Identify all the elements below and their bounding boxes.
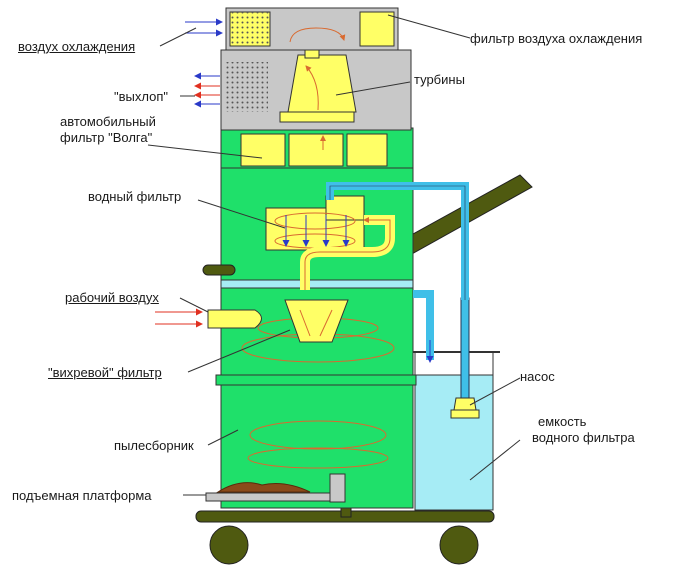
car-filter-section [220,127,414,169]
cooling-air-arrows [185,18,223,37]
exhaust-arrows [194,72,220,108]
water-filter-section [220,159,414,290]
cooling-filter [225,7,399,51]
label-car-filter-2: фильтр "Волга" [60,130,153,145]
side-pipe [202,264,236,276]
pump-unit [450,297,480,419]
label-working-air: рабочий воздух [65,290,159,305]
label-pump: насос [520,369,555,384]
label-exhaust: "выхлоп" [114,89,168,104]
label-turbines: турбины [414,72,465,87]
label-lift-platform: подъемная платформа [12,488,152,503]
leader-lines [147,14,521,496]
working-air-inlet [207,309,262,329]
water-pipe [326,182,469,363]
label-vortex-filter: "вихревой" фильтр [48,365,162,380]
label-dust-collector: пылесборник [114,438,194,453]
lift-platform [205,473,346,503]
wheel-left [209,525,249,565]
label-cooling-air-filter: фильтр воздуха охлаждения [470,31,643,46]
label-tank-1: емкость [538,414,587,429]
label-car-filter-1: автомобильный [60,114,156,129]
working-air-arrows [155,308,203,328]
water-tank [405,351,500,511]
label-tank-2: водного фильтра [532,430,635,445]
wheel-right [439,525,479,565]
vortex-section [220,284,414,376]
label-water-filter: водный фильтр [88,189,182,204]
label-cooling-air: воздух охлаждения [18,39,136,54]
